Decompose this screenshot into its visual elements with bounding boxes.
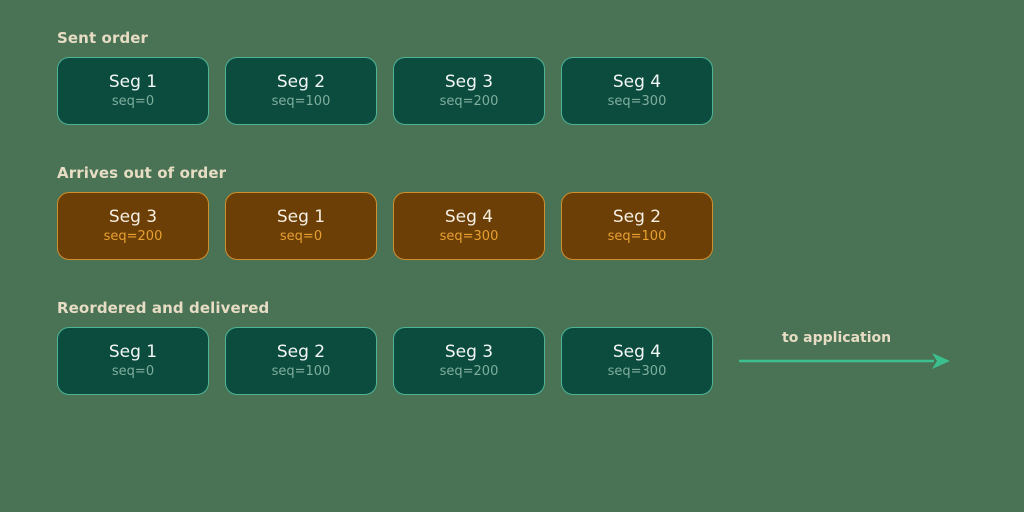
segment-list-arrives-out-of-order: Seg 3 seq=200 Seg 1 seq=0 Seg 4 seq=300 …	[57, 192, 713, 260]
segment-seq: seq=300	[439, 229, 499, 244]
row-label-arrives-out-of-order: Arrives out of order	[57, 164, 227, 182]
segment-box[interactable]: Seg 2 seq=100	[225, 327, 377, 395]
segment-box[interactable]: Seg 3 seq=200	[393, 57, 545, 125]
segment-list-sent-order: Seg 1 seq=0 Seg 2 seq=100 Seg 3 seq=200 …	[57, 57, 713, 125]
segment-title: Seg 4	[612, 72, 662, 92]
segment-title: Seg 2	[276, 72, 326, 92]
segment-title: Seg 2	[612, 207, 662, 227]
segment-title: Seg 3	[444, 72, 494, 92]
segment-title: Seg 4	[612, 342, 662, 362]
segment-title: Seg 3	[108, 207, 158, 227]
segment-seq: seq=0	[279, 229, 323, 244]
segment-title: Seg 1	[276, 207, 326, 227]
segment-seq: seq=100	[271, 364, 331, 379]
segment-title: Seg 4	[444, 207, 494, 227]
segment-seq: seq=200	[103, 229, 163, 244]
segment-seq: seq=300	[607, 364, 667, 379]
segment-box[interactable]: Seg 4 seq=300	[561, 327, 713, 395]
segment-box[interactable]: Seg 4 seq=300	[393, 192, 545, 260]
segment-box[interactable]: Seg 3 seq=200	[57, 192, 209, 260]
segment-seq: seq=0	[111, 364, 155, 379]
segment-seq: seq=300	[607, 94, 667, 109]
segment-box[interactable]: Seg 1 seq=0	[57, 57, 209, 125]
arrow-right-icon	[739, 353, 950, 369]
segment-title: Seg 1	[108, 342, 158, 362]
segment-box[interactable]: Seg 1 seq=0	[57, 327, 209, 395]
segment-list-reordered-and-delivered: Seg 1 seq=0 Seg 2 seq=100 Seg 3 seq=200 …	[57, 327, 713, 395]
segment-box[interactable]: Seg 3 seq=200	[393, 327, 545, 395]
segment-seq: seq=100	[607, 229, 667, 244]
segment-seq: seq=200	[439, 364, 499, 379]
segment-seq: seq=0	[111, 94, 155, 109]
segment-title: Seg 1	[108, 72, 158, 92]
delivery-label: to application	[782, 330, 892, 346]
segment-box[interactable]: Seg 1 seq=0	[225, 192, 377, 260]
row-label-sent-order: Sent order	[57, 29, 149, 47]
segment-box[interactable]: Seg 2 seq=100	[225, 57, 377, 125]
segment-seq: seq=200	[439, 94, 499, 109]
segment-seq: seq=100	[271, 94, 331, 109]
segment-title: Seg 3	[444, 342, 494, 362]
segment-box[interactable]: Seg 2 seq=100	[561, 192, 713, 260]
delivery-annotation: to application	[738, 330, 968, 380]
segment-title: Seg 2	[276, 342, 326, 362]
segment-box[interactable]: Seg 4 seq=300	[561, 57, 713, 125]
row-label-reordered-and-delivered: Reordered and delivered	[57, 299, 270, 317]
